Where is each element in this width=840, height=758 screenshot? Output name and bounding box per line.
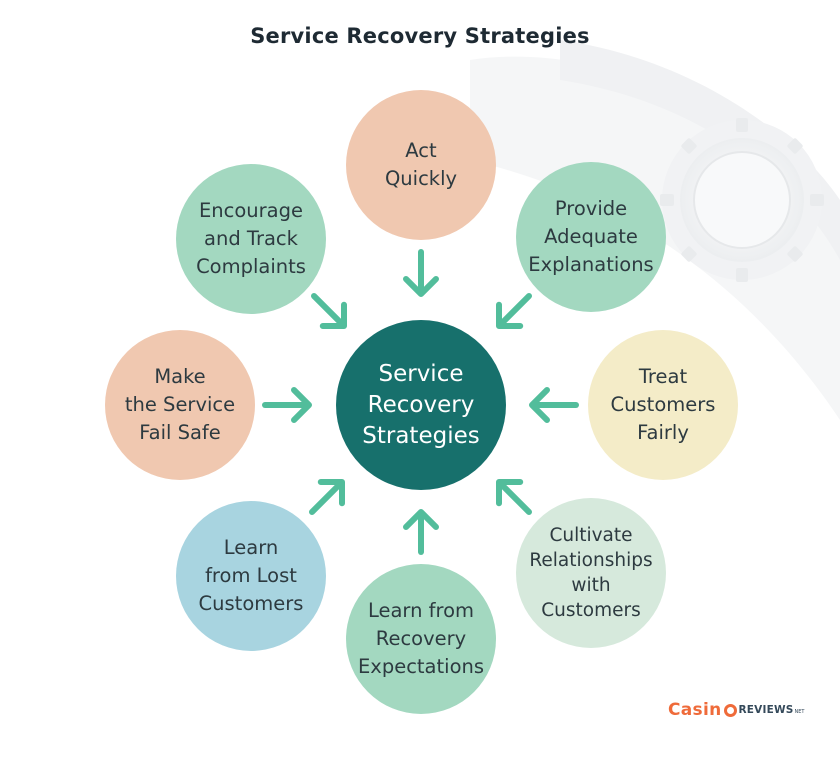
- node-provide-adequate-explanations: Provide Adequate Explanations: [516, 162, 666, 312]
- node-act-quickly: Act Quickly: [346, 90, 496, 240]
- node-label: Act Quickly: [384, 139, 458, 190]
- node-label: Treat Customers Fairly: [610, 365, 716, 444]
- node-learn-from-lost-customers: Learn from Lost Customers: [176, 501, 326, 651]
- casino-reviews-logo: Casin REVIEWS NET: [668, 700, 804, 720]
- node-label: Encourage and Track Complaints: [196, 199, 306, 278]
- center-node: Service Recovery Strategies: [336, 320, 506, 490]
- node-label: Provide Adequate Explanations: [528, 197, 654, 276]
- node-label: Cultivate Relationships with Customers: [529, 525, 653, 621]
- node-label: Make the Service Fail Safe: [124, 365, 236, 444]
- node-label: Learn from Lost Customers: [198, 536, 304, 615]
- logo-casino-text: Casin: [668, 700, 722, 720]
- node-cultivate-relationships: Cultivate Relationships with Customers: [516, 498, 666, 648]
- page-title: Service Recovery Strategies: [250, 24, 590, 48]
- node-encourage-track-complaints: Encourage and Track Complaints: [176, 164, 326, 314]
- node-learn-from-recovery-expectations: Learn from Recovery Expectations: [346, 564, 496, 714]
- logo-reviews-text: REVIEWS: [738, 704, 794, 716]
- chip-icon: [723, 703, 737, 717]
- center-label: Service Recovery Strategies: [362, 360, 480, 449]
- logo-net-text: NET: [794, 709, 805, 715]
- node-label: Learn from Recovery Expectations: [357, 599, 485, 678]
- node-make-service-fail-safe: Make the Service Fail Safe: [105, 330, 255, 480]
- node-treat-customers-fairly: Treat Customers Fairly: [588, 330, 738, 480]
